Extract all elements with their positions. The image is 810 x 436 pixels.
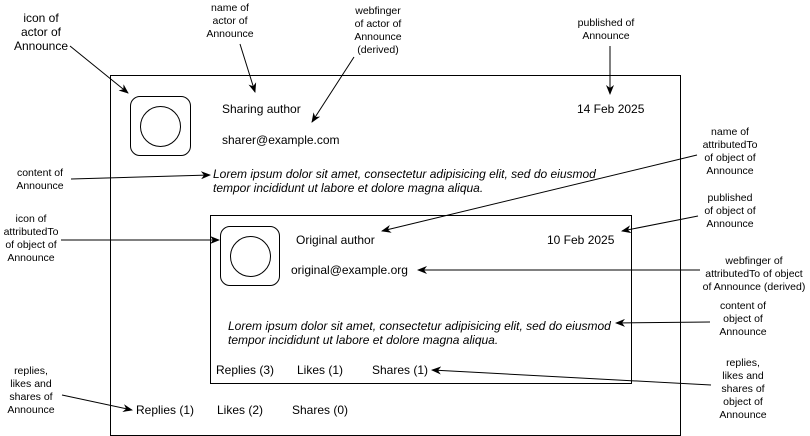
annotation-line: shares of <box>9 391 53 403</box>
annotation-icon-of-actor: icon of actor of Announce <box>10 11 72 53</box>
annotation-line: name of <box>211 2 249 14</box>
object-likes-link[interactable]: Likes (1) <box>297 363 344 377</box>
annotation-line: webfinger <box>355 5 401 17</box>
announce-replies-link[interactable]: Replies (1) <box>136 403 195 417</box>
annotation-webfinger-of-actor: webfinger of actor of Announce (derived) <box>348 5 408 57</box>
annotation-line: replies, <box>726 357 760 369</box>
annotation-line: Announce <box>206 28 254 40</box>
object-author-name[interactable]: Original author <box>296 233 375 247</box>
annotation-line: Announce <box>706 218 754 230</box>
object-shares-link[interactable]: Shares (1) <box>372 363 429 377</box>
annotation-line: Announce <box>719 409 767 421</box>
annotation-published-of-announce: published of Announce <box>576 17 636 43</box>
annotation-line: (derived) <box>357 44 399 56</box>
annotation-counts-of-object: replies, likes and shares of object of A… <box>713 357 773 422</box>
annotation-counts-of-announce: replies, likes and shares of Announce <box>0 365 62 417</box>
annotation-line: of object of <box>5 239 57 251</box>
annotation-line: icon of <box>23 11 59 25</box>
avatar-circle-icon <box>140 106 181 147</box>
annotation-name-of-actor: name of actor of Announce <box>200 2 260 41</box>
annotation-icon-of-attributed: icon of attributedTo of object of Announ… <box>0 213 62 265</box>
object-published: 10 Feb 2025 <box>547 233 615 247</box>
annotation-line: likes and <box>10 378 52 390</box>
object-author-webfinger[interactable]: original@example.org <box>291 263 408 277</box>
annotation-line: published <box>707 192 753 204</box>
annotation-line: Announce <box>354 31 402 43</box>
object-author-avatar[interactable] <box>220 226 280 286</box>
annotation-line: actor of <box>20 25 62 39</box>
annotation-content-of-announce: content of Announce <box>10 167 70 193</box>
annotation-line: attributedTo <box>702 139 758 151</box>
annotation-line: name of <box>711 126 749 138</box>
announce-actor-avatar[interactable] <box>130 96 191 156</box>
announce-actor-webfinger[interactable]: sharer@example.com <box>222 133 340 147</box>
announce-shares-link[interactable]: Shares (0) <box>292 403 349 417</box>
annotation-line: likes and <box>722 370 764 382</box>
annotation-webfinger-of-attributed: webfinger of attributedTo of object of A… <box>698 255 810 294</box>
annotation-line: published of <box>577 17 635 29</box>
annotation-line: of actor of <box>354 18 402 30</box>
annotation-content-of-object: content of object of Announce <box>713 300 773 339</box>
annotation-name-of-attributed: name of attributedTo of object of Announ… <box>700 126 760 178</box>
annotation-line: icon of <box>15 213 47 225</box>
annotation-line: actor of <box>212 15 248 27</box>
annotation-line: of object of <box>704 152 756 164</box>
annotation-line: Announce <box>7 404 55 416</box>
annotation-line: Announce <box>7 252 55 264</box>
announce-likes-link[interactable]: Likes (2) <box>217 403 264 417</box>
annotation-line: webfinger of <box>725 255 783 267</box>
annotation-line: attributedTo of object <box>705 268 803 280</box>
annotation-line: Announce <box>706 165 754 177</box>
annotation-line: object of <box>723 396 763 408</box>
annotation-line: object of <box>723 313 763 325</box>
announce-content-line2: tempor incididunt ut labore et dolore ma… <box>213 181 484 195</box>
annotation-line: Announce <box>13 39 69 53</box>
annotation-line: of object of <box>704 205 756 217</box>
avatar-circle-icon <box>230 236 271 277</box>
annotation-line: of Announce (derived) <box>702 281 806 293</box>
object-content-line2: tempor incididunt ut labore et dolore ma… <box>228 333 499 347</box>
annotation-line: content of <box>16 167 64 179</box>
announce-actor-name[interactable]: Sharing author <box>222 102 301 116</box>
object-content-line1: Lorem ipsum dolor sit amet, consectetur … <box>228 319 611 333</box>
annotation-line: content of <box>719 300 767 312</box>
annotation-line: Announce <box>582 30 630 42</box>
object-replies-link[interactable]: Replies (3) <box>216 363 275 377</box>
annotation-published-of-object: published of object of Announce <box>700 192 760 231</box>
annotation-line: replies, <box>14 365 48 377</box>
annotation-line: attributedTo <box>3 226 59 238</box>
announce-published: 14 Feb 2025 <box>577 102 645 116</box>
annotation-line: Announce <box>16 180 64 192</box>
annotation-line: Announce <box>719 326 767 338</box>
annotation-line: shares of <box>721 383 765 395</box>
